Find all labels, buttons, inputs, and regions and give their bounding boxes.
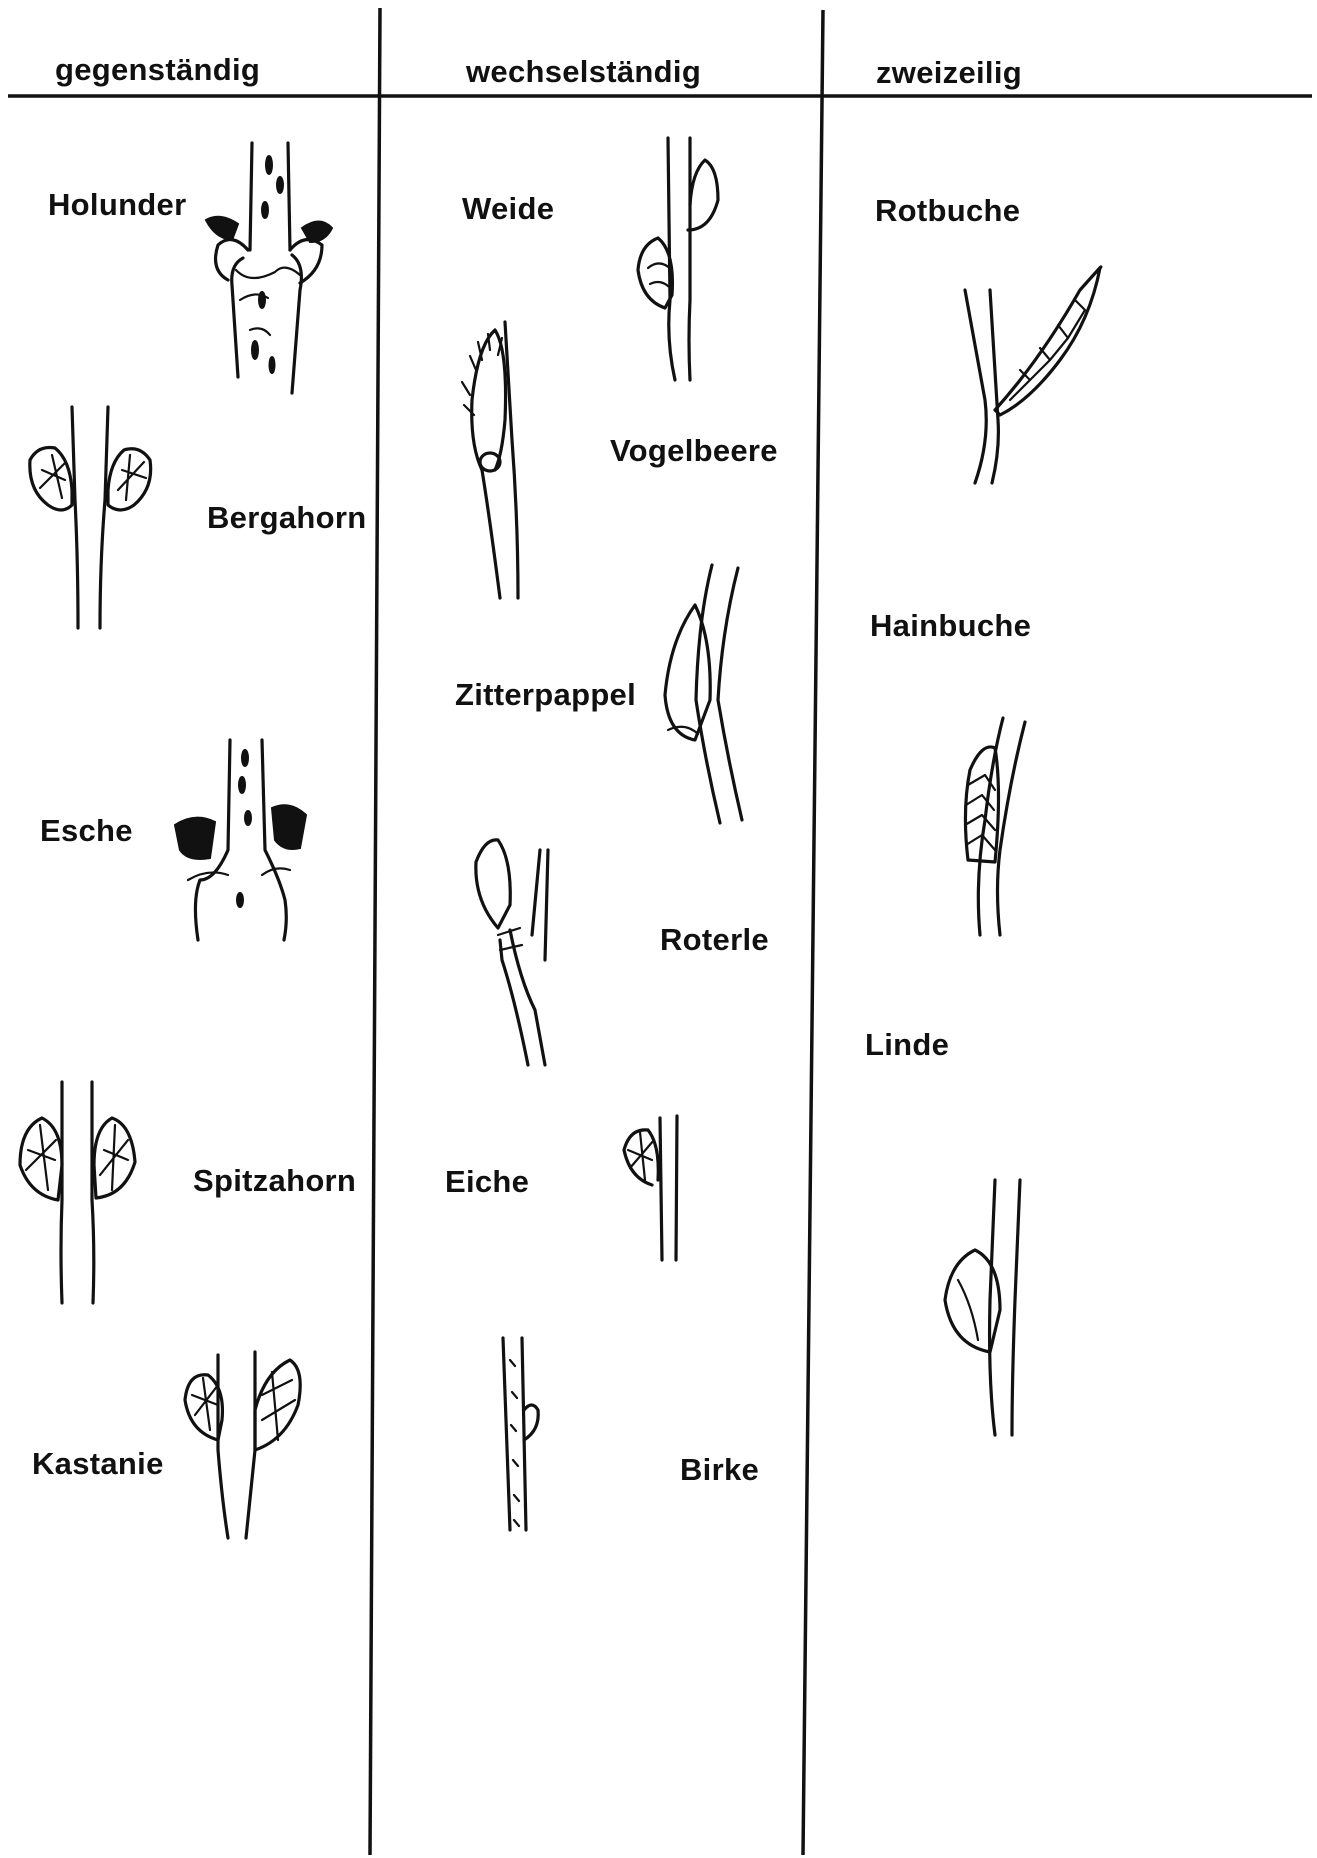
holunder-twig-drawing	[206, 143, 332, 393]
kastanie-twig-drawing	[185, 1352, 300, 1538]
eiche-twig-drawing	[624, 1116, 677, 1260]
esche-twig-drawing	[175, 740, 306, 940]
vogelbeere-twig-drawing	[462, 322, 518, 598]
roterle-twig-drawing	[476, 840, 548, 1065]
birke-twig-drawing	[503, 1338, 538, 1530]
column-divider-1	[370, 8, 380, 1855]
linde-twig-drawing	[945, 1180, 1020, 1435]
weide-twig-drawing	[638, 138, 718, 380]
column-divider-2	[803, 10, 823, 1855]
zitterpappel-twig-drawing	[665, 565, 742, 823]
bergahorn-twig-drawing	[30, 407, 151, 628]
spitzahorn-twig-drawing	[20, 1082, 135, 1303]
hainbuche-twig-drawing	[965, 718, 1025, 935]
rotbuche-twig-drawing	[965, 267, 1101, 483]
